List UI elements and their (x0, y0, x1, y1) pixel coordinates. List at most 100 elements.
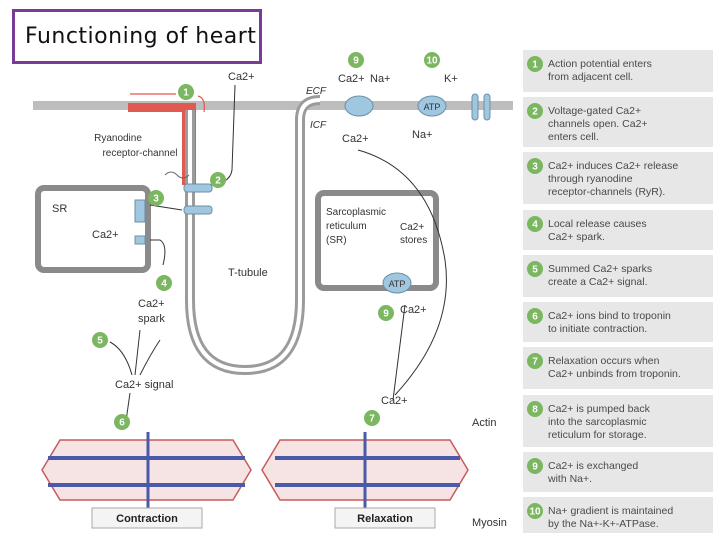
legend-marker-2 (527, 103, 543, 119)
legend-marker-8 (527, 401, 543, 417)
sarco-label-3: (SR) (326, 235, 347, 246)
legend-marker-7 (527, 353, 543, 369)
ca-step9-label: Ca2+ (400, 304, 427, 316)
sarco-label-2: reticulum (326, 221, 367, 232)
sr-atp-pump (382, 272, 412, 294)
legend-marker-10 (527, 503, 543, 519)
step-marker-text-3: 3 (153, 194, 159, 205)
k-top-label: K+ (444, 73, 458, 85)
actin-label: Actin (472, 417, 496, 429)
k-channel-b (483, 93, 491, 121)
ca-stores-1: Ca2+ (400, 222, 424, 233)
legend-text-10-1: Na+ gradient is maintained (548, 505, 673, 517)
legend-text-10-2: by the Na+-K+-ATPase. (548, 518, 659, 530)
sr-right-box (315, 190, 439, 291)
ecf-label: ECF (306, 86, 327, 97)
step-marker-text-9: 9 (383, 309, 389, 320)
legend-text-2-2: channels open. Ca2+ (548, 118, 648, 130)
sr-left-box (35, 185, 151, 273)
step-marker-7 (364, 410, 380, 426)
step-marker-9 (348, 52, 364, 68)
legend-text-2-1: Voltage-gated Ca2+ (548, 105, 641, 117)
legend-marker-5 (527, 261, 543, 277)
step-marker-text-1: 1 (183, 88, 189, 99)
ca-entry-arrow (204, 84, 236, 186)
step-marker-3 (148, 190, 164, 206)
page-title: Functioning of heart (25, 24, 257, 49)
ryanodine-label-2: receptor-channel (102, 148, 177, 159)
step-marker-2 (210, 172, 226, 188)
cell-membrane (33, 101, 513, 110)
sarcomere-contraction: Contraction (41, 432, 252, 529)
ryr-channel-left-2 (134, 235, 146, 245)
title-box: Functioning of heart (12, 9, 262, 64)
ryanodine-squiggle (164, 171, 190, 179)
spark-arrow (150, 239, 166, 266)
atp-sr-label: ATP (389, 279, 406, 289)
step-marker-6 (114, 414, 130, 430)
legend-number-9: 9 (532, 462, 538, 473)
legend-text-4-2: Ca2+ spark. (548, 231, 605, 243)
step-marker-text-9: 9 (353, 56, 359, 67)
legend-text-5-2: create a Ca2+ signal. (548, 276, 648, 288)
legend-number-10: 10 (529, 507, 541, 518)
legend-box-7 (523, 347, 713, 389)
step-marker-4 (156, 275, 172, 291)
legend-text-9-2: with Na+. (547, 473, 592, 485)
legend-marker-4 (527, 216, 543, 232)
ca-efflux-arrow (357, 149, 447, 396)
na-k-atpase (417, 95, 447, 117)
relaxation-label: Relaxation (357, 513, 413, 525)
legend-number-5: 5 (532, 265, 538, 276)
sarcomere-relaxation: Relaxation (261, 432, 469, 529)
sum-arrows (109, 329, 161, 376)
icf-label: ICF (310, 120, 327, 131)
ca-ecf-label: Ca2+ (338, 73, 365, 85)
legend-text-5-1: Summed Ca2+ sparks (548, 263, 652, 275)
legend-text-2-3: enters cell. (548, 131, 599, 143)
contraction-label: Contraction (116, 513, 178, 525)
k-channel-a (471, 93, 479, 121)
legend-text-3-3: receptor-channels (RyR). (548, 186, 665, 198)
legend-text-8-2: into the sarcoplasmic (548, 416, 647, 428)
step-marker-9 (378, 305, 394, 321)
myosin-label: Myosin (472, 517, 507, 529)
legend-text-7-1: Relaxation occurs when (548, 355, 660, 367)
step-marker-5 (92, 332, 108, 348)
legend-box-10 (523, 497, 713, 533)
legend-marker-6 (527, 308, 543, 324)
na-ca-exchanger (344, 95, 374, 117)
legend-number-6: 6 (532, 312, 538, 323)
legend-text-8-1: Ca2+ is pumped back (548, 403, 651, 415)
step-marker-text-7: 7 (369, 414, 375, 425)
ca-sr-label: Ca2+ (92, 229, 119, 241)
legend-box-2 (523, 97, 713, 147)
legend-text-1-1: Action potential enters (548, 58, 652, 70)
ryr-channel-left (134, 199, 146, 223)
legend-box-9 (523, 452, 713, 492)
atp-pump-label: ATP (424, 102, 441, 112)
ap-arrow-down (197, 95, 205, 113)
legend-text-3-1: Ca2+ induces Ca2+ release (548, 160, 678, 172)
ryanodine-label-1: Ryanodine (94, 133, 142, 144)
legend-box-3 (523, 152, 713, 204)
ca-signal-label: Ca2+ signal (115, 379, 173, 391)
legend-text-3-2: through ryanodine (548, 173, 633, 185)
legend-number-4: 4 (532, 220, 538, 231)
ttubule-label: T-tubule (228, 267, 268, 279)
sarco-label-1: Sarcoplasmic (326, 207, 386, 218)
step-marker-text-10: 10 (426, 56, 438, 67)
legend-number-1: 1 (532, 60, 538, 71)
legend-marker-3 (527, 158, 543, 174)
legend-text-4-1: Local release causes (548, 218, 647, 230)
legend-text-7-2: Ca2+ unbinds from troponin. (548, 368, 681, 380)
ryanodine-channel-top (183, 205, 213, 215)
ca-icf-label: Ca2+ (342, 133, 369, 145)
step-marker-text-2: 2 (215, 176, 221, 187)
step-marker-text-4: 4 (161, 279, 167, 290)
legend-box-1 (523, 50, 713, 92)
step-marker-1 (178, 84, 194, 100)
